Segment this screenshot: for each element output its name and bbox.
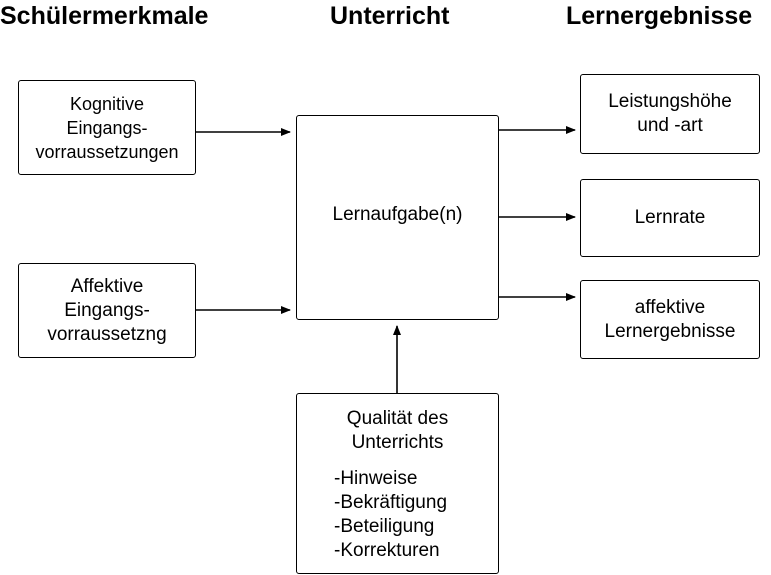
box-affective-line-3: vorraussetzng bbox=[47, 323, 167, 345]
box-affective-outcomes-line-2: Lernergebnisse bbox=[604, 320, 736, 342]
box-instruction-quality: Qualität des Unterrichts -Hinweise -Bekr… bbox=[296, 393, 499, 574]
box-performance-level: Leistungshöhe und -art bbox=[580, 74, 760, 154]
box-learning-rate: Lernrate bbox=[580, 179, 760, 257]
box-performance-line-1: Leistungshöhe bbox=[608, 91, 732, 112]
instruction-quality-title-line-1: Qualität des bbox=[346, 408, 449, 429]
box-affective-line-1: Affektive bbox=[70, 275, 144, 297]
instruction-quality-list: -Hinweise -Bekräftigung -Beteiligung -Ko… bbox=[334, 467, 447, 563]
heading-learning-outcomes: Lernergebnisse bbox=[566, 2, 753, 30]
box-affective-line-2: Eingangs- bbox=[64, 299, 150, 321]
box-affective-outcomes: affektive Lernergebnisse bbox=[580, 280, 760, 359]
box-affective-prerequisites: Affektive Eingangs- vorraussetzng bbox=[18, 263, 196, 358]
heading-instruction: Unterricht bbox=[330, 2, 450, 30]
heading-student-characteristics: Schülermerkmale bbox=[0, 2, 209, 30]
box-cognitive-line-3: vorraussetzungen bbox=[35, 141, 179, 162]
box-cognitive-line-1: Kognitive bbox=[69, 93, 145, 114]
box-performance-line-2: und -art bbox=[637, 115, 703, 136]
box-learning-tasks: Lernaufgabe(n) bbox=[296, 115, 499, 320]
instruction-quality-title: Qualität des Unterrichts bbox=[297, 407, 498, 455]
instruction-quality-title-line-2: Unterrichts bbox=[351, 432, 444, 453]
box-affective-outcomes-line-1: affektive bbox=[634, 296, 706, 318]
quality-item-corrections: -Korrekturen bbox=[334, 540, 440, 561]
box-cognitive-prerequisites: Kognitive Eingangs- vorraussetzungen bbox=[18, 80, 196, 175]
box-learning-tasks-label: Lernaufgabe(n) bbox=[332, 204, 463, 225]
box-learning-rate-label: Lernrate bbox=[634, 207, 706, 228]
quality-item-participation: -Beteiligung bbox=[334, 516, 435, 537]
quality-item-hints: -Hinweise bbox=[334, 468, 418, 489]
box-cognitive-line-2: Eingangs- bbox=[66, 117, 148, 138]
quality-item-reinforcement: -Bekräftigung bbox=[334, 492, 448, 513]
